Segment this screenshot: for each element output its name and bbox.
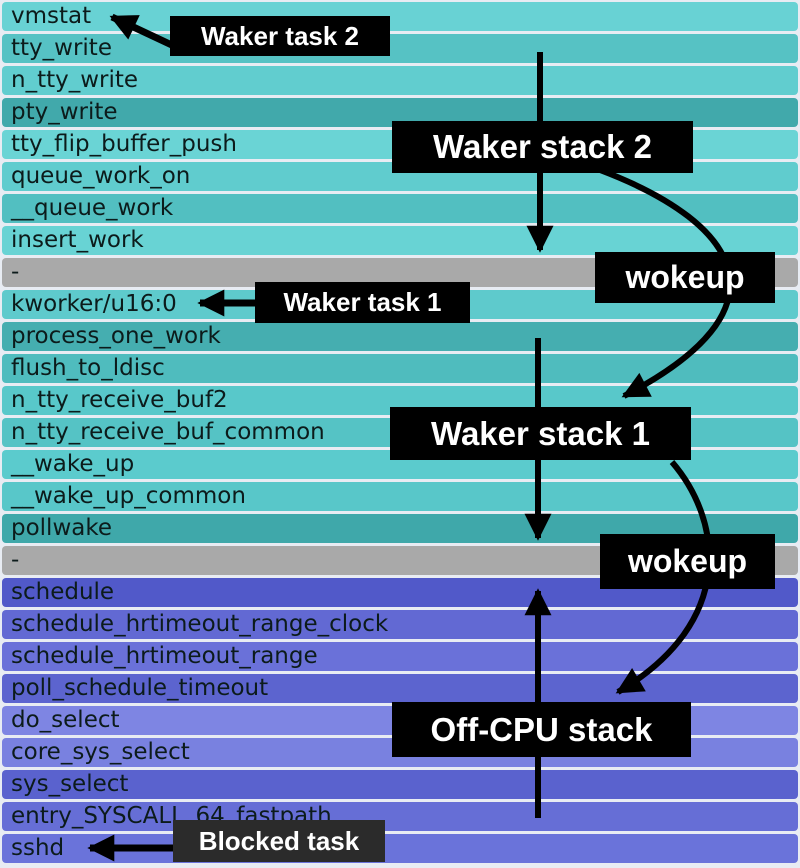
- frame-row[interactable]: schedule_hrtimeout_range: [2, 642, 798, 671]
- frame-label: __queue_work: [11, 195, 174, 221]
- frame-label: flush_to_ldisc: [11, 355, 165, 381]
- waker-stack-1-label: Waker stack 1: [390, 407, 691, 460]
- frame-row[interactable]: sys_select: [2, 770, 798, 799]
- frame-label: n_tty_receive_buf_common: [11, 419, 325, 445]
- frame-label: __wake_up_common: [11, 483, 246, 509]
- blocked-task-label: Blocked task: [173, 820, 385, 862]
- frame-row[interactable]: sshd: [2, 834, 798, 863]
- frame-label: -: [11, 259, 20, 285]
- frame-row[interactable]: tty_write: [2, 34, 798, 63]
- off-cpu-stack-label: Off-CPU stack: [392, 702, 691, 757]
- frame-label: sshd: [11, 835, 65, 861]
- frame-label: pty_write: [11, 99, 118, 125]
- frame-label: pollwake: [11, 515, 113, 541]
- frame-label: schedule_hrtimeout_range: [11, 643, 318, 669]
- frame-row[interactable]: poll_schedule_timeout: [2, 674, 798, 703]
- frame-label: n_tty_write: [11, 67, 139, 93]
- frame-label: __wake_up: [11, 451, 135, 477]
- wokeup-1-label: wokeup: [595, 252, 775, 303]
- frame-row[interactable]: process_one_work: [2, 322, 798, 351]
- waker-task-2-label: Waker task 2: [170, 16, 390, 56]
- waker-stack-2-label: Waker stack 2: [392, 121, 693, 173]
- frame-label: insert_work: [11, 227, 144, 253]
- frame-row[interactable]: schedule_hrtimeout_range_clock: [2, 610, 798, 639]
- frame-row[interactable]: __wake_up_common: [2, 482, 798, 511]
- frame-label: poll_schedule_timeout: [11, 675, 269, 701]
- frame-label: core_sys_select: [11, 739, 190, 765]
- frame-row[interactable]: __queue_work: [2, 194, 798, 223]
- frame-label: do_select: [11, 707, 120, 733]
- frame-label: schedule_hrtimeout_range_clock: [11, 611, 389, 637]
- frame-row[interactable]: entry_SYSCALL_64_fastpath: [2, 802, 798, 831]
- frame-label: tty_flip_buffer_push: [11, 131, 237, 157]
- frame-label: vmstat: [11, 3, 92, 29]
- frame-label: queue_work_on: [11, 163, 191, 189]
- wokeup-2-label: wokeup: [600, 534, 775, 589]
- frame-row[interactable]: insert_work: [2, 226, 798, 255]
- frame-label: schedule: [11, 579, 115, 605]
- frame-row[interactable]: vmstat: [2, 2, 798, 31]
- waker-task-1-label: Waker task 1: [255, 282, 470, 323]
- frame-row[interactable]: flush_to_ldisc: [2, 354, 798, 383]
- frame-label: tty_write: [11, 35, 112, 61]
- frame-row[interactable]: n_tty_write: [2, 66, 798, 95]
- frame-label: process_one_work: [11, 323, 221, 349]
- frame-label: sys_select: [11, 771, 129, 797]
- frame-label: -: [11, 547, 20, 573]
- frame-label: kworker/u16:0: [11, 291, 177, 317]
- frame-label: n_tty_receive_buf2: [11, 387, 228, 413]
